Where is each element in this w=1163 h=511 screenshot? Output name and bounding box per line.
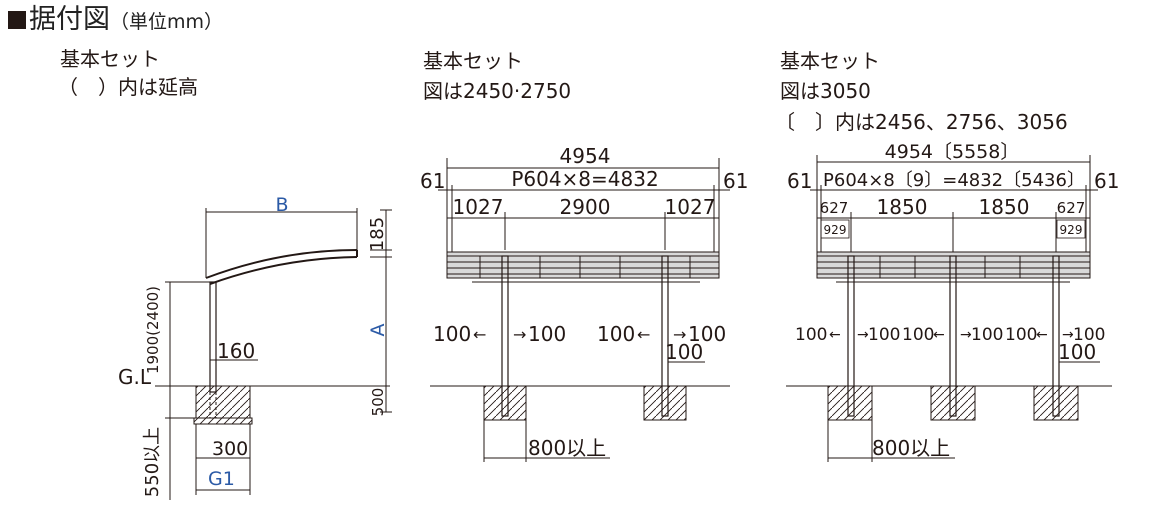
label-B: B <box>275 194 288 216</box>
front1-offset-right-2: 100 <box>688 322 726 346</box>
front1-edge-left: 61 <box>420 169 445 193</box>
front2-offset-3: 100 <box>902 325 934 345</box>
front2-offset-6: 100 <box>1073 325 1105 345</box>
label-300: 300 <box>212 438 248 460</box>
front2-span-mid2: 1850 <box>979 195 1030 219</box>
front2-span-right-ext: 929 <box>1060 223 1083 237</box>
title-square-icon <box>8 11 26 29</box>
front2-offset-2: 100 <box>868 325 900 345</box>
front1-footing: 800以上 <box>528 436 606 460</box>
front2-edge-right: 61 <box>1094 169 1119 193</box>
front-view-2 <box>786 155 1112 462</box>
front2-span-left-ext: 929 <box>824 223 847 237</box>
side-footing <box>195 385 251 419</box>
arrow-left-icon: ← <box>829 327 841 343</box>
front1-span-left: 1027 <box>453 195 504 219</box>
front2-footing-middle <box>930 385 976 421</box>
title-main: 据付図 <box>29 4 110 35</box>
arrow-right-icon: → <box>1062 327 1074 343</box>
front1-set-label: 基本セット <box>423 49 523 73</box>
arrow-left-icon: ← <box>1036 327 1048 343</box>
front2-span-left: 627 <box>820 199 849 217</box>
front2-pitch: P604×8〔9〕=4832〔5436〕 <box>823 170 1085 191</box>
arrow-right-icon: → <box>673 325 686 344</box>
side-view <box>155 208 392 500</box>
front1-edge-right: 61 <box>723 169 748 193</box>
page-title: 据付図（単位mm） <box>8 2 223 40</box>
side-roof-lower <box>209 256 358 285</box>
front2-span-mid1: 1850 <box>877 195 928 219</box>
label-550: 550以上 <box>142 427 163 497</box>
label-G1: G1 <box>208 468 235 490</box>
front2-span-right: 627 <box>1057 199 1086 217</box>
front2-footing: 800以上 <box>872 436 950 460</box>
front2-footing-right <box>1033 385 1079 421</box>
front2-total: 4954〔5558〕 <box>885 141 1020 163</box>
front1-fig-note: 図は2450·2750 <box>423 79 572 103</box>
front1-footing-right <box>643 385 687 421</box>
front2-footing-left <box>827 385 873 421</box>
front1-offset-left-1: 100 <box>433 322 471 346</box>
front1-total: 4954 <box>560 144 611 168</box>
front2-edge-left: 61 <box>787 169 812 193</box>
arrow-left-icon: ← <box>933 327 945 343</box>
front2-span-right-ext-box <box>1056 219 1086 239</box>
front2-offset-5: 100 <box>1005 325 1037 345</box>
arrow-left-icon: ← <box>473 325 486 344</box>
arrow-right-icon: → <box>960 327 972 343</box>
side-note: （ ）内は延高 <box>58 75 198 99</box>
label-A: A <box>367 324 389 337</box>
front2-offset-4: 100 <box>971 325 1003 345</box>
arrow-left-icon: ← <box>637 325 650 344</box>
label-height: 1900(2400) <box>144 286 162 374</box>
arrow-right-icon: → <box>513 325 526 344</box>
arrow-right-icon: → <box>857 327 869 343</box>
front2-offset-bottom: 100 <box>1058 340 1096 364</box>
label-500: 500 <box>369 388 387 417</box>
front1-offset-right-1: 100 <box>528 322 566 346</box>
label-185: 185 <box>367 217 388 251</box>
front2-set-label: 基本セット <box>780 49 880 73</box>
title-unit: （単位mm） <box>110 11 224 33</box>
front1-pitch: P604×8=4832 <box>511 167 658 191</box>
side-roof-upper <box>205 249 358 279</box>
front1-offset-left-2: 100 <box>597 322 635 346</box>
front1-footing-left <box>483 385 527 421</box>
front2-fig-note: 図は3050 <box>780 79 871 103</box>
label-gl: G.L <box>118 365 152 389</box>
front-view-1 <box>430 158 730 462</box>
front1-offset-bottom: 100 <box>665 340 703 364</box>
label-160: 160 <box>217 339 255 363</box>
front1-span-mid: 2900 <box>560 195 611 219</box>
front2-span-left-ext-box <box>820 219 850 239</box>
front1-span-right: 1027 <box>665 195 716 219</box>
side-set-label: 基本セット <box>60 47 160 71</box>
side-post <box>209 281 217 393</box>
front2-ext-note: 〔 〕内は2456、2756、3056 <box>775 110 1068 134</box>
front2-offset-1: 100 <box>795 325 827 345</box>
